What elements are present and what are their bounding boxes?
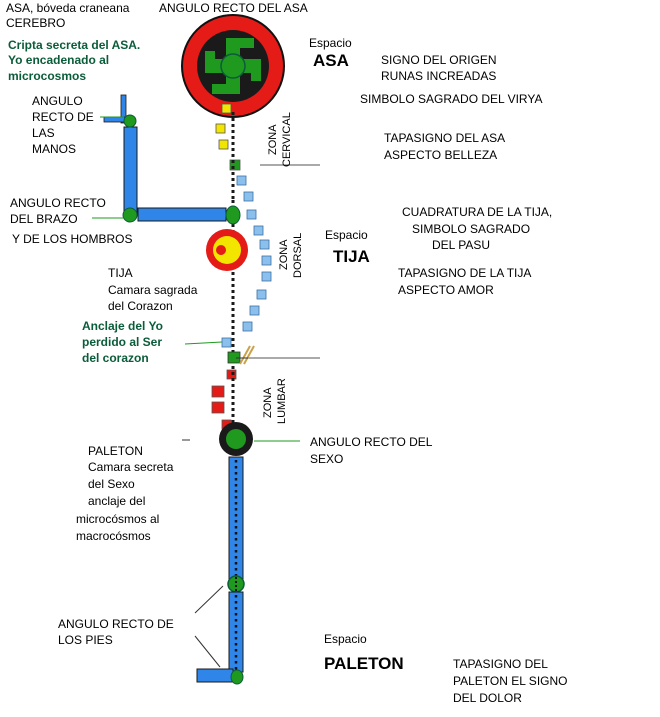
sexo-line1: ANGULO RECTO DEL	[310, 435, 433, 449]
paleton-chamber-line5: microcósmos al	[76, 512, 159, 526]
espacio-tija-small: Espacio	[325, 228, 368, 242]
head-line1: ASA, bóveda craneana	[6, 1, 130, 15]
paleton-chamber-line2: Camara secreta	[88, 460, 174, 474]
arm-line3: Y DE LOS HOMBROS	[12, 232, 132, 246]
paleton-right-line1: TAPASIGNO DEL	[453, 657, 548, 671]
origen-line2: RUNAS INCREADAS	[381, 69, 496, 83]
cervical-vertebrae	[215, 103, 241, 171]
espacio-asa-big: ASA	[313, 51, 349, 70]
dorsal-green-node	[227, 345, 255, 365]
paleton-sex-symbol	[219, 422, 253, 456]
asa-tapasigno-line1: TAPASIGNO DEL ASA	[384, 131, 505, 145]
zone-cervical-line1: ZONA	[267, 124, 279, 155]
asa-tapasigno-line2: ASPECTO BELLEZA	[384, 148, 497, 162]
anchor-line3: del corazon	[82, 351, 149, 365]
pointer-lines	[92, 116, 300, 442]
zone-lumbar-line1: ZONA	[262, 387, 274, 418]
cuadratura-label: CUADRATURA DE LA TIJA,	[402, 205, 552, 219]
zone-cervical-label: ZONA CERVICAL	[267, 112, 293, 167]
tija-chamber-line2: Camara sagrada	[108, 283, 198, 297]
asa-head-symbol	[181, 14, 285, 118]
paleton-right-line3: DEL DOLOR	[453, 691, 522, 705]
crypt-line1: Cripta secreta del ASA.	[8, 38, 140, 52]
arm-line1: ANGULO RECTO	[10, 196, 106, 210]
feet-line2: LOS PIES	[58, 633, 113, 647]
origen-line1: SIGNO DEL ORIGEN	[381, 53, 497, 67]
zone-dorsal-line1: ZONA	[278, 239, 290, 270]
pasu-line1: SIMBOLO SAGRADO	[412, 222, 530, 236]
legs-column	[196, 456, 245, 685]
sexo-line2: SEXO	[310, 452, 343, 466]
tija-tapasigno-line1: TAPASIGNO DE LA TIJA	[398, 266, 531, 280]
anchor-line2: perdido al Ser	[82, 335, 162, 349]
head-line2: CEREBRO	[6, 16, 65, 30]
espacio-paleton-big: PALETON	[324, 654, 404, 673]
paleton-chamber-line6: macrocósmos	[76, 529, 151, 543]
pasu-line2: DEL PASU	[432, 238, 490, 252]
espacio-tija-big: TIJA	[333, 247, 370, 266]
tija-heart-symbol	[206, 229, 248, 271]
virya-label: SIMBOLO SAGRADO DEL VIRYA	[360, 92, 543, 106]
tija-tapasigno-line2: ASPECTO AMOR	[398, 283, 494, 297]
espacio-asa-small: Espacio	[309, 36, 352, 50]
zone-lumbar-line2: LUMBAR	[276, 378, 288, 424]
hands-line2: RECTO DE	[32, 110, 94, 124]
crypt-line3: microcosmos	[8, 69, 86, 83]
hands-line1: ANGULO	[32, 94, 83, 108]
hands-line4: MANOS	[32, 142, 76, 156]
paleton-chamber-line4: anclaje del	[88, 494, 145, 508]
arm-line2: DEL BRAZO	[10, 212, 78, 226]
pointer-lines-black	[182, 439, 224, 668]
dorsal-vertebrae	[221, 175, 272, 348]
tija-chamber-line1: TIJA	[108, 266, 133, 280]
crypt-line2: Yo encadenado al	[8, 53, 109, 67]
zone-dorsal-label: ZONA DORSAL	[278, 233, 304, 278]
paleton-chamber-line1: PALETON	[88, 444, 143, 458]
hands-line3: LAS	[32, 126, 55, 140]
tija-chamber-line3: del Corazon	[108, 299, 173, 313]
espacio-paleton-small: Espacio	[324, 632, 367, 646]
feet-line1: ANGULO RECTO DE	[58, 617, 174, 631]
zone-cervical-line2: CERVICAL	[281, 112, 293, 167]
paleton-chamber-line3: del Sexo	[88, 477, 135, 491]
angle-asa-label: ANGULO RECTO DEL ASA	[159, 1, 308, 15]
anchor-line1: Anclaje del Yo	[82, 319, 163, 333]
zone-lumbar-label: ZONA LUMBAR	[262, 378, 288, 424]
zone-dorsal-line2: DORSAL	[292, 233, 304, 278]
paleton-right-line2: PALETON EL SIGNO	[453, 674, 567, 688]
